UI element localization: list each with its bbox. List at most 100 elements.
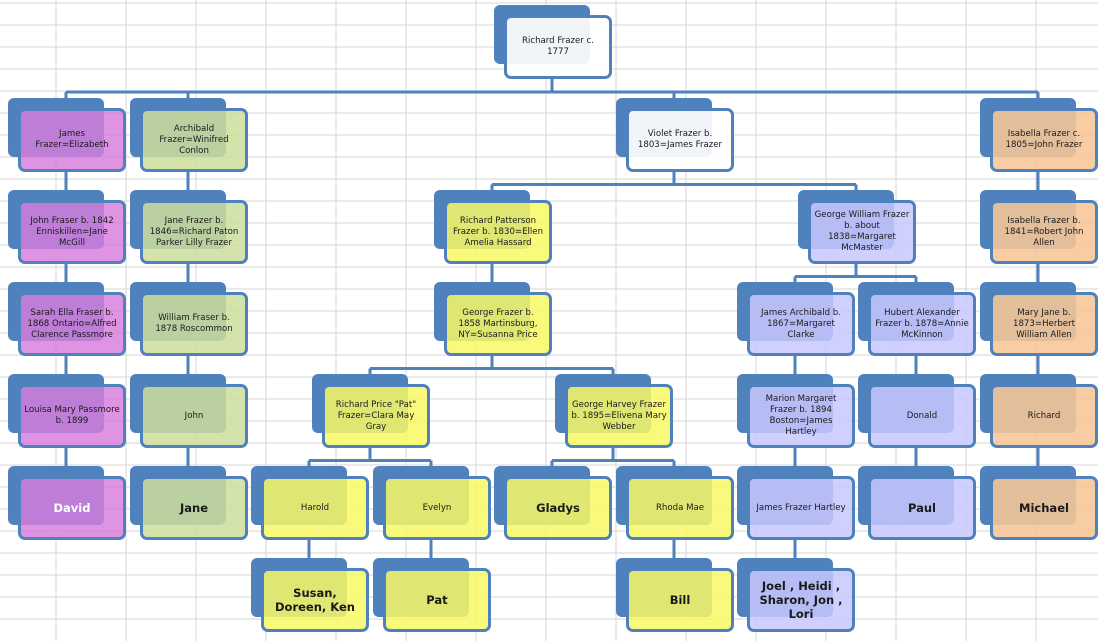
node-box: David — [18, 476, 126, 540]
node-james-frazer[interactable]: James Frazer=Elizabeth — [8, 98, 126, 172]
node-box: Sarah Ella Fraser b. 1868 Ontario=Alfred… — [18, 292, 126, 356]
node-richard-patterson-frazer[interactable]: Richard Patterson Frazer b. 1830=Ellen A… — [434, 190, 552, 264]
node-pat[interactable]: Pat — [373, 558, 491, 632]
node-george-william-frazer[interactable]: George William Frazer b. about 1838=Marg… — [798, 190, 916, 264]
node-archibald-frazer[interactable]: Archibald Frazer=Winifred Conlon — [130, 98, 248, 172]
node-isabella-frazer[interactable]: Isabella Frazer c. 1805=John Frazer — [980, 98, 1098, 172]
node-label: Pat — [426, 593, 448, 607]
node-louisa-mary-passmore[interactable]: Louisa Mary Passmore b. 1899 — [8, 374, 126, 448]
node-box: Rhoda Mae — [626, 476, 734, 540]
node-box: Hubert Alexander Frazer b. 1878=Annie Mc… — [868, 292, 976, 356]
node-label: Jane Frazer b. 1846=Richard Paton Parker… — [149, 215, 239, 248]
node-label: Gladys — [536, 501, 580, 515]
node-box: Richard Price "Pat" Frazer=Clara May Gra… — [322, 384, 430, 448]
node-box: Joel , Heidi , Sharon, Jon , Lori — [747, 568, 855, 632]
node-donald[interactable]: Donald — [858, 374, 976, 448]
node-harold[interactable]: Harold — [251, 466, 369, 540]
node-richard-price-frazer[interactable]: Richard Price "Pat" Frazer=Clara May Gra… — [312, 374, 430, 448]
node-gladys[interactable]: Gladys — [494, 466, 612, 540]
node-label: Rhoda Mae — [655, 502, 705, 513]
node-susan-doreen-ken[interactable]: Susan, Doreen, Ken — [251, 558, 369, 632]
node-label: Isabella Frazer c. 1805=John Frazer — [1005, 129, 1083, 150]
node-box: Richard Patterson Frazer b. 1830=Ellen A… — [444, 200, 552, 264]
node-box: Evelyn — [383, 476, 491, 540]
node-box: Susan, Doreen, Ken — [261, 568, 369, 632]
node-label: Archibald Frazer=Winifred Conlon — [159, 123, 229, 156]
node-label: George William Frazer b. about 1838=Marg… — [814, 210, 910, 253]
node-label: Richard Frazer c. 1777 — [521, 36, 594, 57]
node-box: Gladys — [504, 476, 612, 540]
node-label: James Archibald b. 1867=Margaret Clarke — [761, 307, 841, 340]
node-evelyn[interactable]: Evelyn — [373, 466, 491, 540]
node-richard-frazer-root[interactable]: Richard Frazer c. 1777 — [494, 5, 612, 79]
node-label: James Frazer Hartley — [756, 502, 846, 513]
node-label: Jane — [179, 501, 209, 515]
node-paul[interactable]: Paul — [858, 466, 976, 540]
node-jane[interactable]: Jane — [130, 466, 248, 540]
node-box: George William Frazer b. about 1838=Marg… — [808, 200, 916, 264]
node-label: Evelyn — [422, 502, 452, 513]
node-box: Mary Jane b. 1873=Herbert William Allen — [990, 292, 1098, 356]
node-box: Louisa Mary Passmore b. 1899 — [18, 384, 126, 448]
node-box: John — [140, 384, 248, 448]
node-label: Richard Price "Pat" Frazer=Clara May Gra… — [335, 399, 417, 432]
node-john-fraser[interactable]: John Fraser b. 1842 Enniskillen=Jane McG… — [8, 190, 126, 264]
node-box: Richard — [990, 384, 1098, 448]
node-marion-margaret-frazer[interactable]: Marion Margaret Frazer b. 1894 Boston=Ja… — [737, 374, 855, 448]
node-john[interactable]: John — [130, 374, 248, 448]
node-label: Richard Patterson Frazer b. 1830=Ellen A… — [452, 215, 544, 248]
node-box: Pat — [383, 568, 491, 632]
node-box: Jane Frazer b. 1846=Richard Paton Parker… — [140, 200, 248, 264]
node-box: James Frazer Hartley — [747, 476, 855, 540]
node-box: Archibald Frazer=Winifred Conlon — [140, 108, 248, 172]
node-box: Paul — [868, 476, 976, 540]
node-box: John Fraser b. 1842 Enniskillen=Jane McG… — [18, 200, 126, 264]
node-isabella-frazer-1841[interactable]: Isabella Frazer b. 1841=Robert John Alle… — [980, 190, 1098, 264]
node-jane-frazer[interactable]: Jane Frazer b. 1846=Richard Paton Parker… — [130, 190, 248, 264]
node-joel-heidi-sharon-jon-lori[interactable]: Joel , Heidi , Sharon, Jon , Lori — [737, 558, 855, 632]
node-box: Michael — [990, 476, 1098, 540]
node-james-archibald[interactable]: James Archibald b. 1867=Margaret Clarke — [737, 282, 855, 356]
node-label: Hubert Alexander Frazer b. 1878=Annie Mc… — [875, 307, 969, 340]
node-box: James Archibald b. 1867=Margaret Clarke — [747, 292, 855, 356]
node-hubert-alexander-frazer[interactable]: Hubert Alexander Frazer b. 1878=Annie Mc… — [858, 282, 976, 356]
node-mary-jane[interactable]: Mary Jane b. 1873=Herbert William Allen — [980, 282, 1098, 356]
node-label: Paul — [907, 501, 936, 515]
node-michael[interactable]: Michael — [980, 466, 1098, 540]
node-box: Jane — [140, 476, 248, 540]
node-james-frazer-hartley[interactable]: James Frazer Hartley — [737, 466, 855, 540]
node-label: David — [53, 501, 91, 515]
node-label: Mary Jane b. 1873=Herbert William Allen — [1013, 307, 1075, 340]
node-rhoda-mae[interactable]: Rhoda Mae — [616, 466, 734, 540]
node-box: Harold — [261, 476, 369, 540]
node-label: George Frazer b. 1858 Martinsburg, NY=Su… — [458, 307, 538, 340]
node-george-frazer[interactable]: George Frazer b. 1858 Martinsburg, NY=Su… — [434, 282, 552, 356]
node-label: Harold — [300, 502, 330, 513]
node-label: William Fraser b. 1878 Roscommon — [155, 313, 233, 334]
node-label: Sarah Ella Fraser b. 1868 Ontario=Alfred… — [27, 307, 117, 340]
node-box: Donald — [868, 384, 976, 448]
node-david[interactable]: David — [8, 466, 126, 540]
node-label: Susan, Doreen, Ken — [275, 586, 355, 614]
node-box: Violet Frazer b. 1803=James Frazer — [626, 108, 734, 172]
node-label: James Frazer=Elizabeth — [35, 129, 109, 150]
node-george-harvey-frazer[interactable]: George Harvey Frazer b. 1895=Elivena Mar… — [555, 374, 673, 448]
node-box: James Frazer=Elizabeth — [18, 108, 126, 172]
node-box: George Harvey Frazer b. 1895=Elivena Mar… — [565, 384, 673, 448]
node-box: Isabella Frazer c. 1805=John Frazer — [990, 108, 1098, 172]
node-label: Violet Frazer b. 1803=James Frazer — [637, 129, 723, 150]
node-bill[interactable]: Bill — [616, 558, 734, 632]
node-label: John Fraser b. 1842 Enniskillen=Jane McG… — [30, 215, 114, 248]
node-label: John — [184, 410, 204, 421]
node-violet-frazer[interactable]: Violet Frazer b. 1803=James Frazer — [616, 98, 734, 172]
node-william-fraser[interactable]: William Fraser b. 1878 Roscommon — [130, 282, 248, 356]
node-label: Louisa Mary Passmore b. 1899 — [24, 405, 120, 426]
node-box: William Fraser b. 1878 Roscommon — [140, 292, 248, 356]
node-box: Marion Margaret Frazer b. 1894 Boston=Ja… — [747, 384, 855, 448]
node-label: Joel , Heidi , Sharon, Jon , Lori — [759, 579, 843, 621]
node-richard[interactable]: Richard — [980, 374, 1098, 448]
node-label: Bill — [669, 593, 691, 607]
node-label: Marion Margaret Frazer b. 1894 Boston=Ja… — [765, 394, 837, 437]
node-label: Donald — [906, 410, 938, 421]
node-sarah-ella-fraser[interactable]: Sarah Ella Fraser b. 1868 Ontario=Alfred… — [8, 282, 126, 356]
